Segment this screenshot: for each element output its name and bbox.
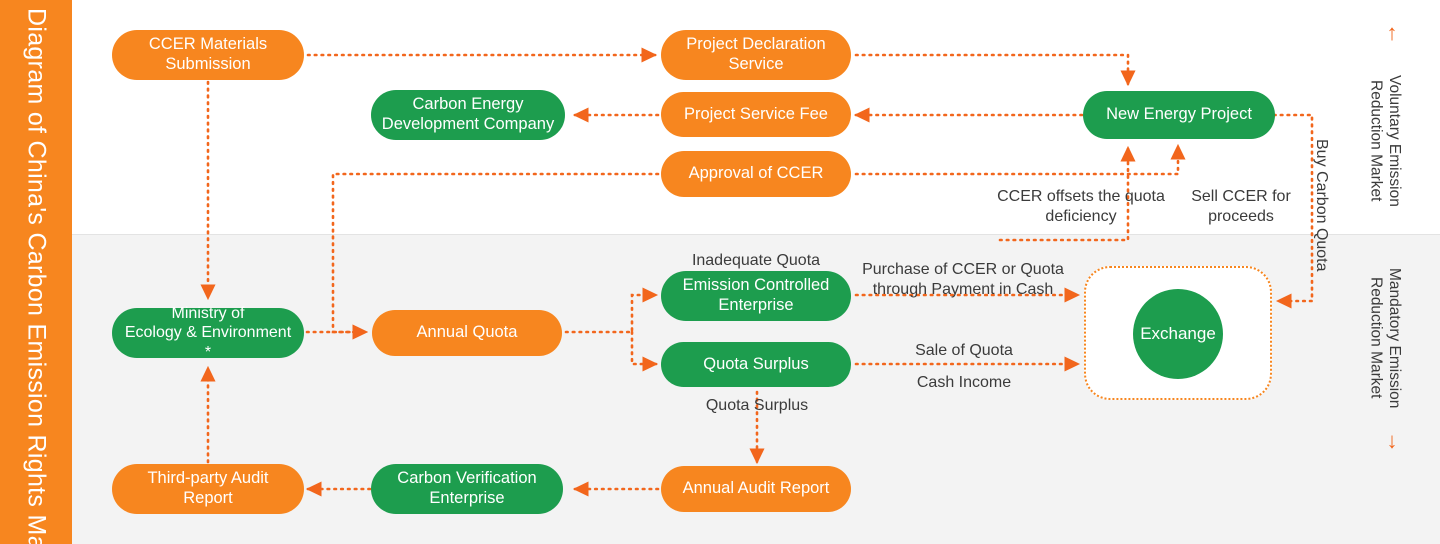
node-label: Exchange [1140,324,1216,343]
label-inadequate-quota: Inadequate Quota [691,252,821,269]
node-label: New Energy Project [1106,105,1252,124]
node-approval-of-ccer[interactable]: Approval of CCER [661,151,851,197]
node-ccer-materials-submission[interactable]: CCER Materials Submission [112,30,304,80]
node-label: Annual Audit Report [682,479,830,498]
node-label: Project Declaration Service [686,35,826,73]
node-carbon-energy-development-company[interactable]: Carbon Energy Development Company [371,90,565,140]
node-ministry-of-ecology-environment[interactable]: Ministry of Ecology & Environment * [112,305,304,361]
voluntary-market-label: Voluntary Emission Reduction Market [1367,75,1404,207]
voluntary-market-arrow-icon: ↑ [1386,20,1398,45]
label-cash-income: Cash Income [916,374,1012,391]
mandatory-market-arrow-icon: ↓ [1386,428,1398,453]
diagram-title-rail: Diagram of China's Carbon Emission Right… [0,0,72,544]
node-new-energy-project[interactable]: New Energy Project [1083,91,1275,139]
node-label: Ministry of Ecology & Environment * [124,305,292,361]
node-carbon-verification-enterprise[interactable]: Carbon Verification Enterprise [371,464,563,514]
node-exchange[interactable]: Exchange [1133,289,1223,379]
node-emission-controlled-enterprise[interactable]: Emission Controlled Enterprise [661,271,851,321]
node-label: Third-party Audit Report [147,469,269,507]
node-label: Annual Quota [416,323,518,342]
node-project-declaration-service[interactable]: Project Declaration Service [661,30,851,80]
node-third-party-audit-report[interactable]: Third-party Audit Report [112,464,304,514]
node-label: Carbon Energy Development Company [381,95,555,133]
node-label: Emission Controlled Enterprise [682,276,830,314]
node-annual-audit-report[interactable]: Annual Audit Report [661,466,851,512]
label-sell-ccer-for-proceeds: Sell CCER for proceeds [1191,188,1291,225]
node-project-service-fee[interactable]: Project Service Fee [661,92,851,137]
node-annual-quota[interactable]: Annual Quota [372,310,562,356]
node-quota-surplus[interactable]: Quota Surplus [661,342,851,387]
node-label: Approval of CCER [688,164,824,183]
label-sale-of-quota: Sale of Quota [915,342,1013,359]
page-title: Diagram of China's Carbon Emission Right… [22,8,51,544]
node-label: Carbon Verification Enterprise [397,469,537,507]
node-label: Project Service Fee [684,104,828,123]
mandatory-market-label: Mandatory Emission Reduction Market [1367,267,1404,409]
label-ccer-offsets-quota-deficiency: CCER offsets the quota deficiency [997,188,1165,225]
label-quota-surplus-caption: Quota Surplus [705,397,809,414]
node-label: CCER Materials Submission [148,35,268,73]
node-label: Quota Surplus [703,354,809,373]
label-purchase-ccer-or-quota: Purchase of CCER or Quota through Paymen… [862,261,1064,298]
label-buy-carbon-quota: Buy Carbon Quota [1313,139,1330,272]
